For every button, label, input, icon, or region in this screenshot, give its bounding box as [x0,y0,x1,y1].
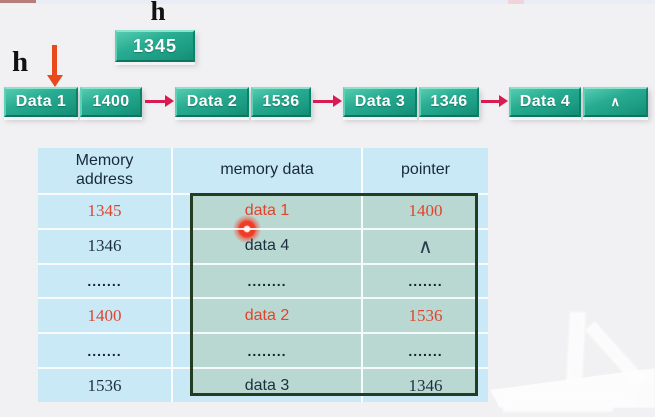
head-label-top: h [150,0,166,26]
node1-data-field: Data 1 [4,87,78,117]
cell-pointer: 1536 [408,305,443,325]
cell-pointer: ....... [408,273,443,290]
node2-data-field: Data 2 [175,87,249,117]
table-row: 1400 data 2 1536 [38,297,488,333]
head-arrow-line [52,45,57,76]
table-row: ....... ........ ....... [38,332,488,368]
head-pointer-box: 1345 [115,30,195,62]
header-memory-data: memory data [173,148,363,193]
cell-address: 1400 [38,299,173,333]
table-row: 1536 data 3 1346 [38,367,488,402]
cell-pointer: ∧ [418,235,433,258]
head-arrow-icon [46,75,63,87]
node4-null-pointer-field: ∧ [583,87,648,117]
head-label-left: h [12,46,29,78]
top-artifact [508,0,524,4]
watermark [501,394,619,412]
table-header-row: Memory address memory data pointer [38,148,488,193]
cell-address: ....... [38,334,173,368]
link-arrow-icon-1 [145,94,174,107]
node1-pointer-field: 1400 [80,87,142,117]
cell-data: data 1 [173,195,363,228]
node3-data-field: Data 3 [343,87,417,117]
node2-pointer-field: 1536 [251,87,311,117]
cell-pointer: 1346 [408,375,443,395]
cell-data: ........ [173,264,363,298]
watermark [566,311,586,385]
memory-table: Memory address memory data pointer 1345 … [38,148,488,402]
header-memory-address: Memory address [38,148,173,193]
top-edge-band [0,0,655,4]
cell-data: data 3 [173,369,363,402]
cell-data: ........ [173,334,363,368]
table-body: 1345 data 1 1400 1346 data 4 ∧ ....... .… [38,193,488,402]
cell-address: 1346 [38,229,173,263]
cell-pointer: ....... [408,342,443,359]
cell-address: 1345 [38,195,173,228]
node4-data-field: Data 4 [509,87,581,117]
table-row: ....... ........ ....... [38,262,488,298]
cell-data: data 4 [173,229,363,263]
table-row: 1345 data 1 1400 [38,193,488,228]
cell-address: ....... [38,264,173,298]
cell-pointer: 1400 [408,201,443,221]
link-arrow-icon-2 [313,94,342,107]
node3-pointer-field: 1346 [419,87,479,117]
cell-data: data 2 [173,299,363,333]
table-row: 1346 data 4 ∧ [38,227,488,263]
cell-address: 1536 [38,369,173,402]
link-arrow-icon-3 [481,94,508,107]
header-pointer: pointer [401,161,450,179]
top-left-artifact [0,0,36,3]
